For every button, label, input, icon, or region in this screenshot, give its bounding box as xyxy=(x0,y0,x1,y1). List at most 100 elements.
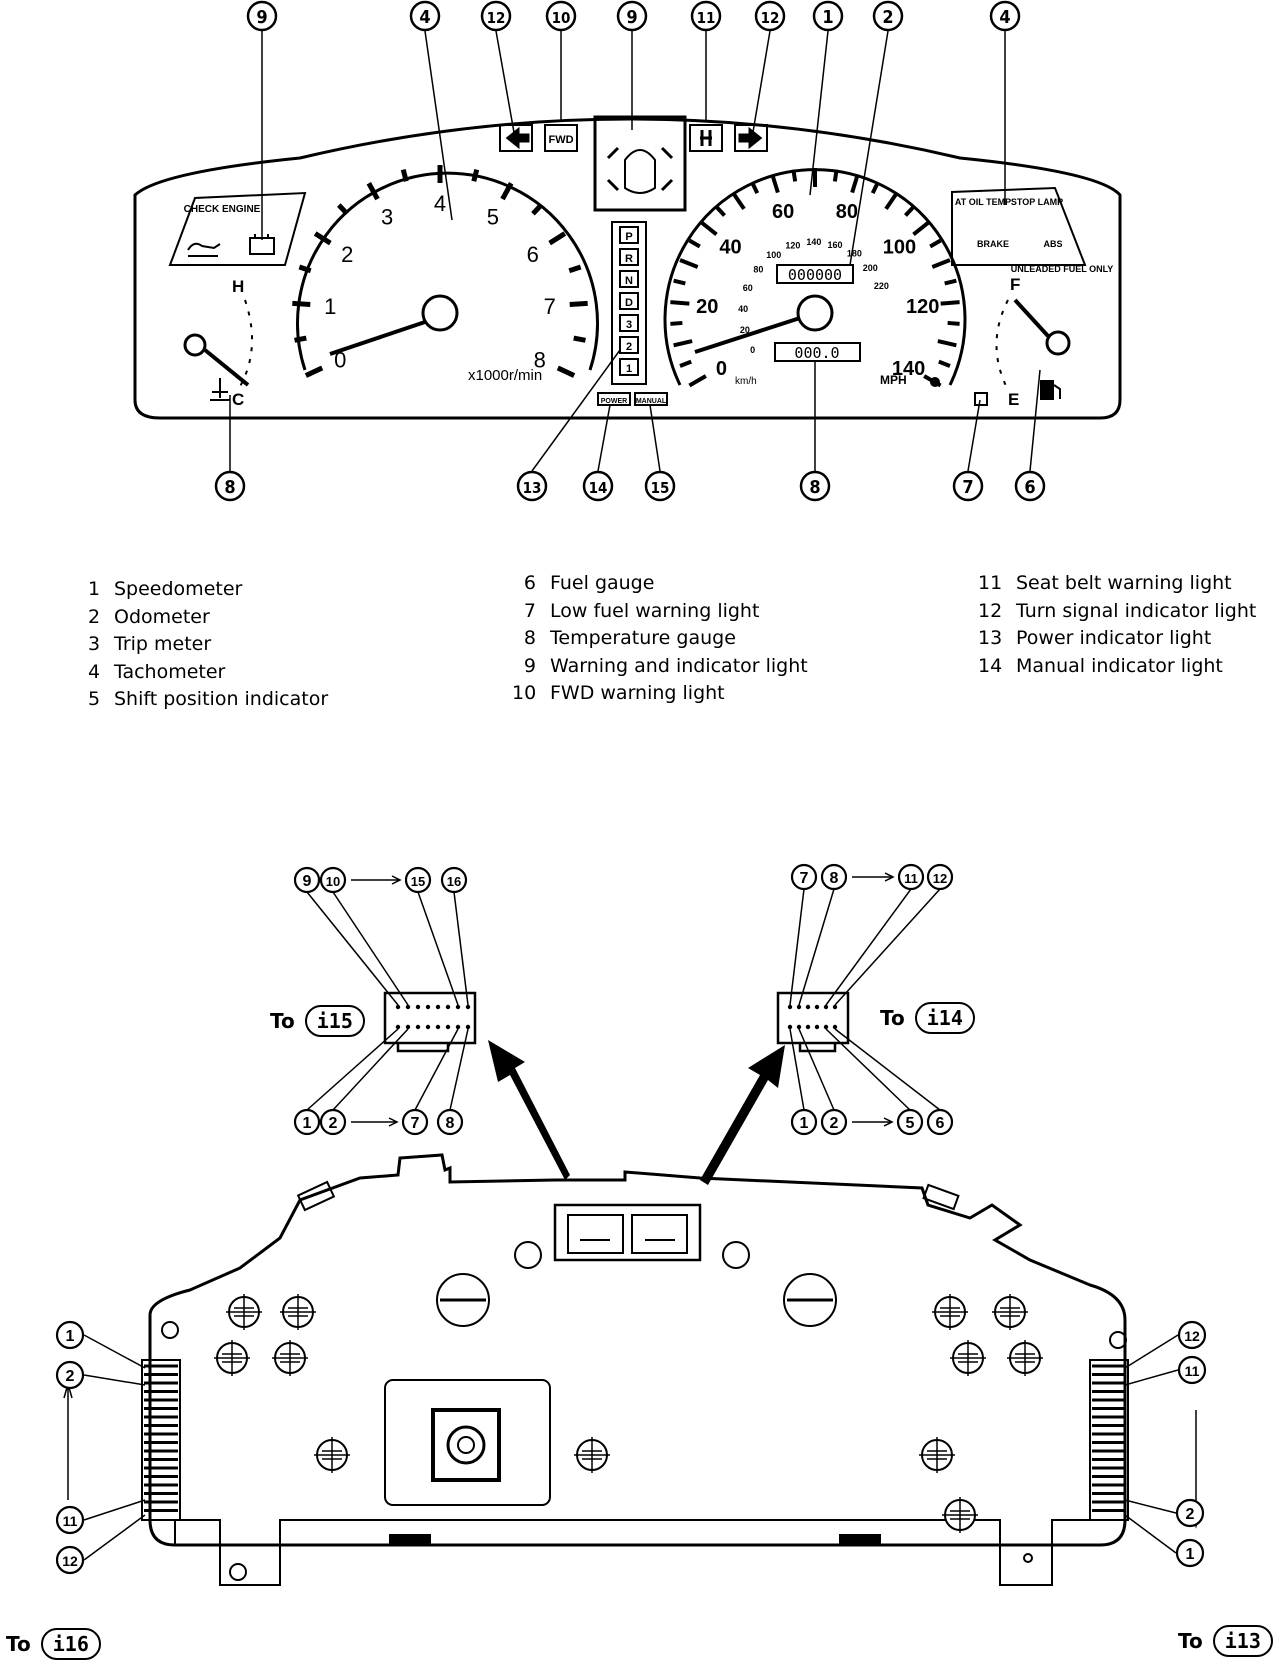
side-callout-circle xyxy=(1175,1498,1205,1528)
tach-tick xyxy=(531,203,543,216)
callout-number: 9 xyxy=(256,7,267,28)
pin-leader xyxy=(789,1028,805,1111)
tach-number: 2 xyxy=(341,242,353,267)
at-oil-temp-label: AT OIL TEMP xyxy=(955,197,1011,207)
mph-unit: MPH xyxy=(880,373,907,387)
pin-leader xyxy=(453,891,469,1006)
shift-cell xyxy=(619,226,639,244)
mph-number: 20 xyxy=(696,296,718,318)
connector-pin xyxy=(435,1004,441,1010)
callout-leader xyxy=(649,404,661,472)
pin-leader xyxy=(798,1028,835,1111)
connector-pin xyxy=(395,1024,401,1030)
side-callout-circle xyxy=(55,1320,85,1350)
side-callout-circle xyxy=(1177,1320,1207,1350)
callout-leader xyxy=(849,30,889,266)
tach-tick xyxy=(304,365,324,378)
pin-number: 5 xyxy=(906,1115,915,1132)
callout-number: 15 xyxy=(651,479,670,497)
stop-lamp-label: STOP LAMP xyxy=(1011,197,1063,207)
callout-circle xyxy=(516,470,548,502)
kmh-number: 20 xyxy=(740,325,750,335)
fuel-empty-label: E xyxy=(1008,390,1019,409)
connector-pin xyxy=(435,1024,441,1030)
callout-leader xyxy=(1029,369,1041,472)
pin-number: 2 xyxy=(329,1115,338,1132)
pin-leader xyxy=(834,1028,941,1111)
side-callout-number: 12 xyxy=(1184,1328,1200,1344)
manual-indicator-light: MANUAL xyxy=(634,392,668,406)
pin-number: 8 xyxy=(830,870,839,887)
kmh-number: 80 xyxy=(753,265,763,275)
shift-position-label: D xyxy=(625,297,633,309)
callout-leader xyxy=(967,399,981,472)
side-callout-number: 1 xyxy=(66,1328,75,1345)
kmh-number: 160 xyxy=(828,240,843,250)
callout-number: 1 xyxy=(822,7,833,28)
callout-number: 11 xyxy=(697,9,716,27)
tach-tick xyxy=(337,203,349,216)
speed-tick xyxy=(929,238,942,249)
tach-number: 1 xyxy=(324,294,336,319)
side-callout-circle xyxy=(55,1505,85,1535)
callout-circle xyxy=(616,0,648,32)
callout-number: 12 xyxy=(487,9,506,27)
speed-tick xyxy=(679,258,699,269)
pin-number: 1 xyxy=(303,1115,312,1132)
tach-tick xyxy=(573,335,586,343)
kmh-number: 140 xyxy=(806,237,821,247)
door-open-warning-light xyxy=(593,115,687,212)
connector-pin xyxy=(465,1004,471,1010)
shift-position-label: 1 xyxy=(626,363,632,375)
connector-pin xyxy=(455,1004,461,1010)
connector-right xyxy=(776,991,850,1053)
pin-leader xyxy=(414,1028,459,1111)
callout-number: 7 xyxy=(962,477,973,498)
speed-tick xyxy=(912,221,930,237)
callout-number: 2 xyxy=(882,7,893,28)
callout-circle xyxy=(545,0,577,32)
kmh-number: 0 xyxy=(750,345,755,355)
pin-leader xyxy=(332,891,409,1006)
callout-circle xyxy=(690,0,722,32)
callout-leader xyxy=(424,30,453,221)
side-callout-circle xyxy=(55,1545,85,1575)
pin-number: 12 xyxy=(933,871,947,886)
callout-number: 13 xyxy=(523,479,542,497)
pin-number: 2 xyxy=(830,1115,839,1132)
kmh-number: 200 xyxy=(863,263,878,273)
connector-pin xyxy=(787,1024,793,1030)
coolant-temp-icon xyxy=(210,378,230,401)
speed-tick xyxy=(750,181,760,195)
shift-position-label: 2 xyxy=(626,341,632,353)
pin-number: 8 xyxy=(446,1115,455,1132)
kmh-number: 180 xyxy=(847,249,862,259)
shift-position-label: 3 xyxy=(626,319,632,331)
speed-tick xyxy=(700,221,718,237)
side-callout-number: 11 xyxy=(1185,1363,1200,1379)
connector-pin xyxy=(445,1024,451,1030)
speed-tick xyxy=(832,169,839,182)
callout-leader xyxy=(751,30,771,139)
bulb-sockets xyxy=(214,1294,1043,1533)
callout-circle xyxy=(246,0,278,32)
speed-tick xyxy=(884,192,899,211)
shift-position-label: R xyxy=(625,253,633,265)
speed-tick xyxy=(791,169,798,182)
tach-tick xyxy=(500,182,514,201)
pin-number: 11 xyxy=(904,871,918,886)
callout-leader xyxy=(495,30,516,139)
shift-cell xyxy=(619,248,639,266)
mph-number: 100 xyxy=(883,237,916,259)
connector-pin xyxy=(405,1024,411,1030)
connector-pin xyxy=(415,1004,421,1010)
